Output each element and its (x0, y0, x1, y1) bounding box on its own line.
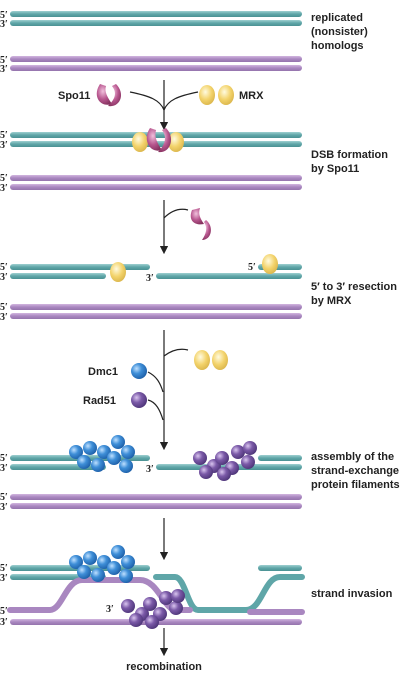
stage-4-filament-assembly: 5′ 3′ 3′ 5′ 3′ assembly of the strand-ex… (0, 435, 400, 513)
teal-strand (243, 574, 305, 613)
rad51-filament (193, 441, 257, 481)
three-prime-label: 3′ (0, 272, 8, 283)
stage-3-resection: 5′ 3′ 3′ 5′ 5′ 3′ 5′ to 3′ resection by … (0, 254, 397, 323)
three-prime-label: 3′ (146, 273, 154, 284)
dmc1-protein (131, 363, 147, 379)
five-prime-label: 5′ (0, 130, 8, 141)
stage-1-homologs: 5′ 3′ 5′ 3′ replicated (nonsister) homol… (0, 10, 368, 75)
three-prime-label: 3′ (0, 140, 8, 151)
step-label: homologs (311, 40, 364, 52)
step-label: (nonsister) (311, 26, 368, 38)
rad51-protein (131, 392, 147, 408)
step-label: by MRX (311, 295, 352, 307)
five-prime-label: 5′ (0, 55, 8, 66)
teal-strand (10, 11, 302, 17)
five-prime-label: 5′ (0, 302, 8, 313)
three-prime-label: 3′ (0, 183, 8, 194)
purple-strand (10, 65, 302, 71)
arrow-line (163, 208, 189, 219)
purple-strand (10, 56, 302, 62)
arrow-line (163, 348, 189, 357)
mrx-protein (262, 254, 278, 274)
spo11-protein (146, 128, 172, 153)
step-label: replicated (311, 12, 363, 24)
five-prime-label: 5′ (248, 262, 256, 273)
spo11-label: Spo11 (58, 90, 90, 102)
step-label: protein filaments (311, 479, 400, 491)
invading-teal-strand (153, 574, 249, 613)
teal-strand (10, 20, 302, 26)
teal-strand (156, 273, 302, 279)
mrx-protein (110, 262, 126, 282)
purple-strand (10, 503, 302, 509)
mrx-protein (168, 132, 184, 152)
three-prime-label: 3′ (106, 604, 114, 615)
arrow-line (147, 399, 164, 421)
rad51-label: Rad51 (83, 395, 116, 407)
three-prime-label: 3′ (0, 64, 8, 75)
five-prime-label: 5′ (0, 10, 8, 21)
five-prime-label: 5′ (0, 262, 8, 273)
rad51-filament (121, 589, 185, 629)
spo11-protein (96, 84, 122, 107)
three-prime-label: 3′ (146, 464, 154, 475)
three-prime-label: 3′ (0, 312, 8, 323)
spo11-protein (190, 208, 211, 240)
purple-strand (10, 184, 302, 190)
stage-5-strand-invasion: 5′ 3′ 3′ 5′ 3′ strand invasion (0, 545, 393, 629)
mrx-label: MRX (239, 90, 264, 102)
dmc1-filament (69, 545, 135, 583)
teal-strand (10, 264, 150, 270)
step-label: strand invasion (311, 588, 393, 600)
purple-strand (10, 304, 302, 310)
teal-strand (258, 565, 302, 571)
three-prime-label: 3′ (0, 19, 8, 30)
purple-strand (10, 494, 302, 500)
five-prime-label: 5′ (0, 606, 8, 617)
stage-2-dsb: 5′ 3′ 5′ 3′ DSB formation by Spo11 (0, 128, 388, 194)
dmc1-label: Dmc1 (88, 366, 118, 378)
arrow-line (129, 91, 165, 111)
three-prime-label: 3′ (0, 463, 8, 474)
displaced-purple-strand (7, 577, 193, 613)
result-label: recombination (126, 661, 202, 673)
three-prime-label: 3′ (0, 502, 8, 513)
five-prime-label: 5′ (0, 453, 8, 464)
five-prime-label: 5′ (0, 563, 8, 574)
purple-strand (10, 313, 302, 319)
dmc1-filament (69, 435, 135, 473)
mrx-protein (132, 132, 148, 152)
step-label: strand-exchange (311, 465, 399, 477)
step-label: DSB formation (311, 149, 388, 161)
three-prime-label: 3′ (0, 573, 8, 584)
purple-strand (10, 175, 302, 181)
teal-strand (10, 273, 106, 279)
teal-strand (258, 455, 302, 461)
five-prime-label: 5′ (0, 173, 8, 184)
mrx-protein (199, 85, 234, 105)
teal-strand (10, 132, 302, 138)
step-label: assembly of the (311, 451, 394, 463)
three-prime-label: 3′ (0, 617, 8, 628)
mrx-protein (194, 350, 228, 370)
arrow-line (163, 91, 199, 111)
step-label: by Spo11 (311, 163, 359, 175)
step-label: 5′ to 3′ resection (311, 281, 397, 293)
five-prime-label: 5′ (0, 492, 8, 503)
arrow-line (147, 371, 164, 393)
